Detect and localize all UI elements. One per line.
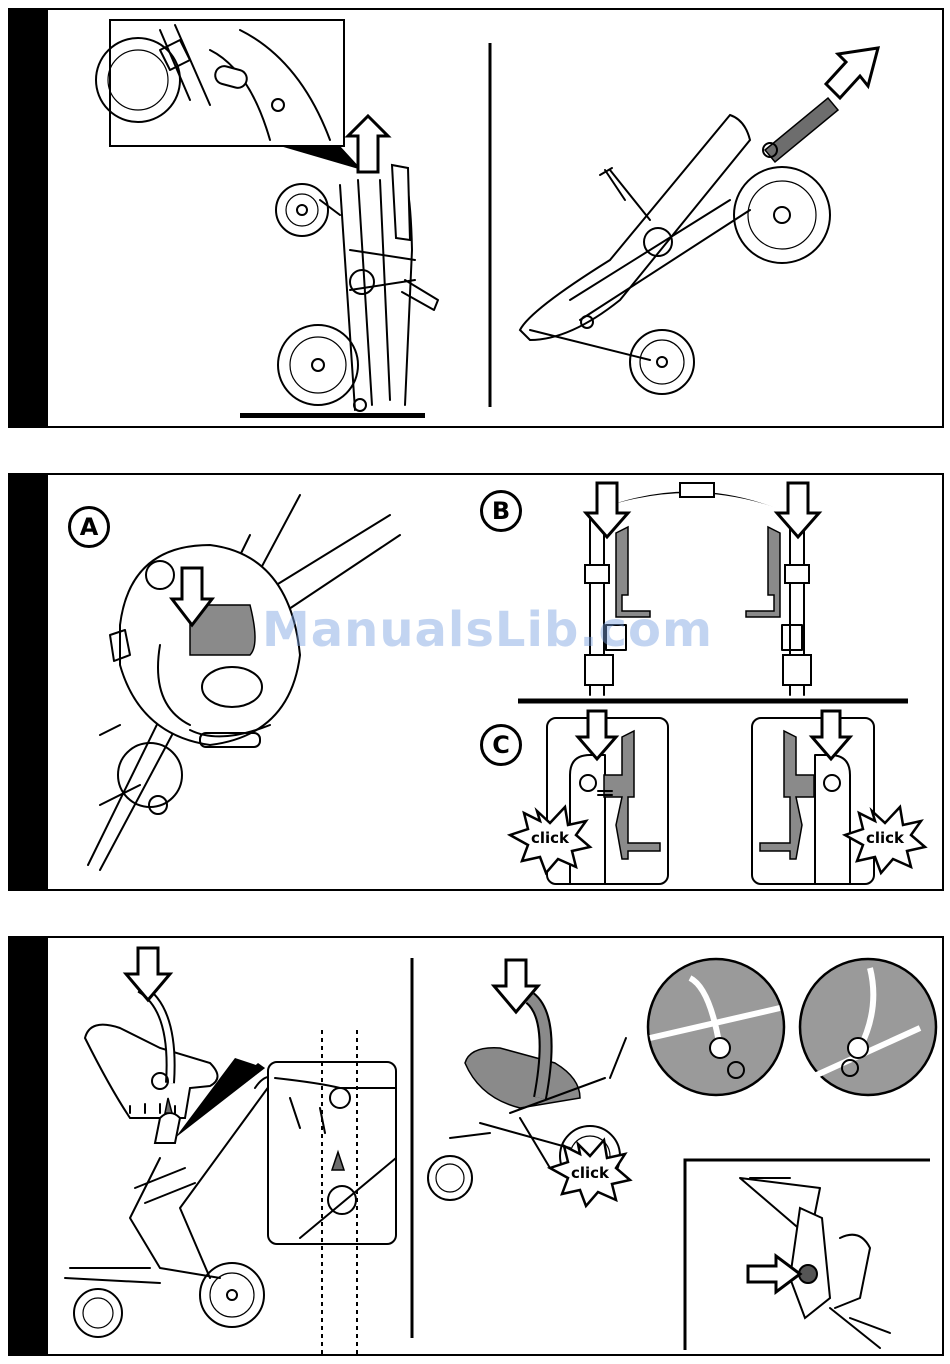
- diagonal-arrow-icon: [826, 48, 878, 98]
- click-label: click: [531, 829, 570, 847]
- panel-fold-step: [8, 8, 944, 428]
- click-label: click: [571, 1164, 610, 1182]
- fold-illustration: [10, 10, 946, 430]
- car-seat-drawing: [85, 988, 218, 1118]
- car-seat-illustration: click: [10, 938, 946, 1358]
- step-letter-c: C: [480, 724, 522, 766]
- down-arrow-icon: [126, 948, 170, 1000]
- detail-inset: [96, 20, 362, 170]
- down-arrow-icon: [586, 483, 628, 537]
- click-inset-right: [752, 718, 874, 884]
- down-arrow-icon: [777, 483, 819, 537]
- panel-car-seat-step: click: [8, 936, 944, 1356]
- latch-zoom-inset: [268, 1030, 396, 1358]
- circle-detail-right: [800, 959, 936, 1095]
- folded-stroller-drawing: [240, 165, 438, 418]
- unfolding-stroller-drawing: [520, 98, 838, 394]
- adapter-illustration: click click: [10, 475, 946, 893]
- click-burst-icon: click: [550, 1140, 630, 1206]
- step-letter-b: B: [480, 490, 522, 532]
- latch-closeup-drawing: [88, 495, 400, 870]
- step-letter-a: A: [68, 506, 110, 548]
- release-detail-inset: [685, 1160, 930, 1350]
- circle-detail-left: [648, 959, 784, 1095]
- click-label: click: [866, 829, 905, 847]
- panel-adapter-step: click click A B C: [8, 473, 944, 891]
